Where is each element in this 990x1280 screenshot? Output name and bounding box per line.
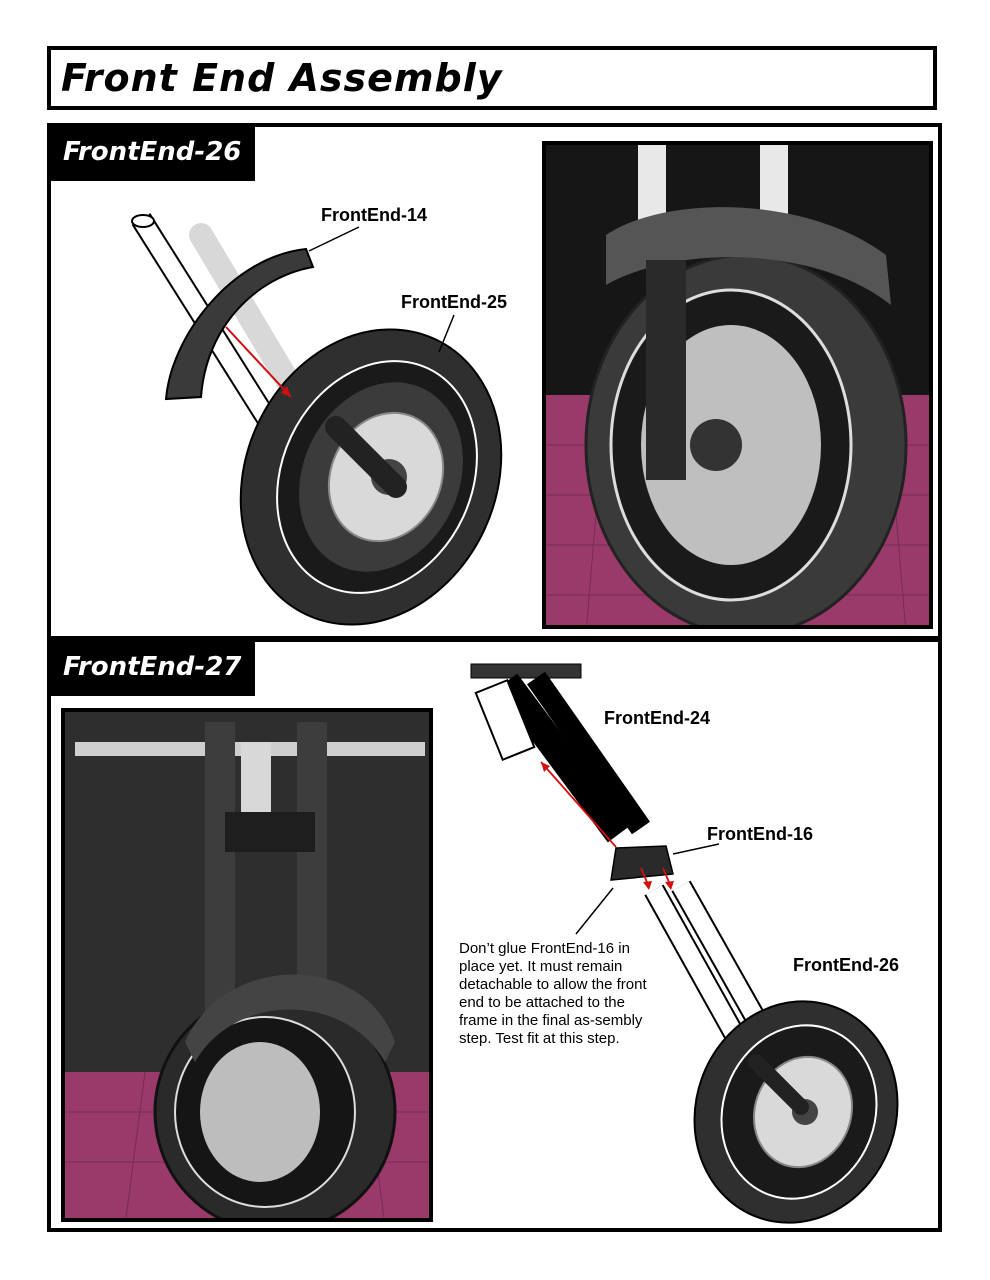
- step-27-tag: FrontEnd-27: [51, 642, 256, 696]
- wheel-photo-icon: [546, 145, 929, 625]
- title-box: Front End Assembly: [47, 46, 937, 110]
- callout-part-b: FrontEnd-25: [401, 292, 507, 312]
- step-27-panel: FrontEnd-27: [47, 638, 942, 1232]
- fork-photo-icon: [65, 712, 429, 1218]
- assembly-note: Don’t glue FrontEnd-16 in place yet. It …: [459, 940, 647, 1047]
- callout-part-b: FrontEnd-16: [707, 824, 813, 844]
- callout-part-a: FrontEnd-14: [321, 205, 427, 225]
- step-27-photo: [61, 708, 433, 1222]
- step-26-panel: FrontEnd-26 FrontEnd-14 FrontEnd-25: [47, 123, 942, 640]
- step-26-photo: [542, 141, 933, 629]
- callout-part-a: FrontEnd-24: [604, 708, 710, 728]
- step-27-diagram: [470, 663, 899, 1224]
- callout-part-c: FrontEnd-26: [793, 955, 899, 975]
- page-title: Front End Assembly: [61, 56, 503, 100]
- step-26-diagram: [131, 213, 503, 626]
- step-26-tag: FrontEnd-26: [51, 127, 256, 181]
